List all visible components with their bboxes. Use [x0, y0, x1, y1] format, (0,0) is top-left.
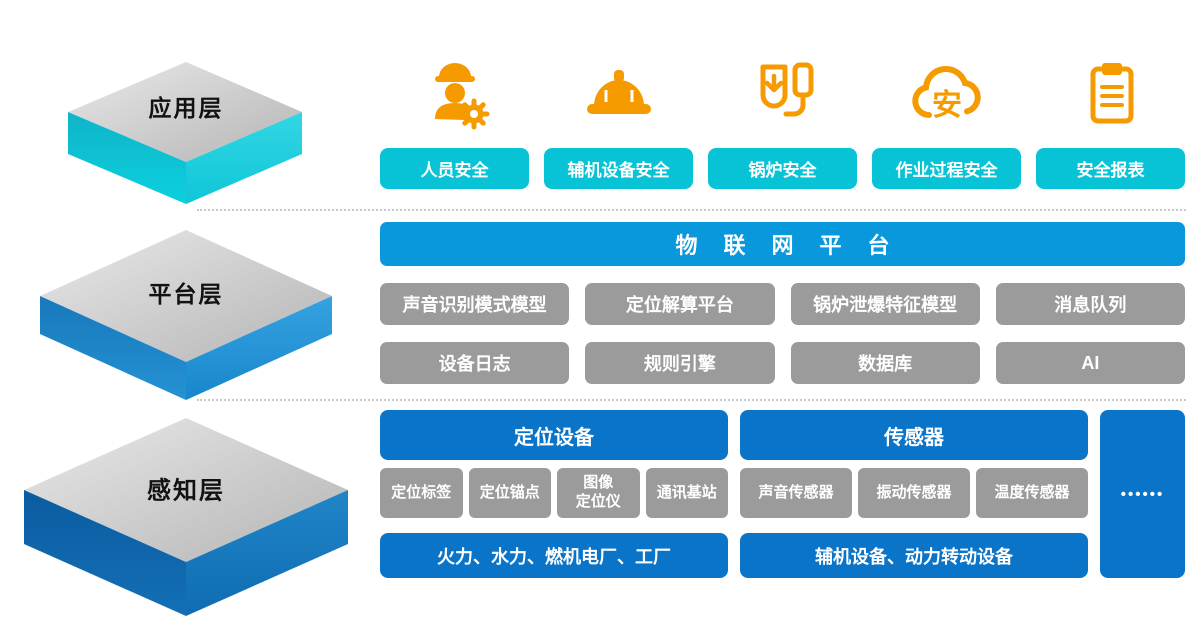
- application-modules-row: 人员安全 辅机设备安全 锅炉安全 作业过程安全 安全报表: [380, 148, 1185, 189]
- layer-platforms-graphic: [24, 62, 348, 616]
- perception-layer-platform: [24, 418, 348, 616]
- device-temperature-sensor: 温度传感器: [976, 468, 1088, 518]
- module-work-process-safety: 作业过程安全: [872, 148, 1021, 189]
- sensors-targets-bar: 辅机设备、动力转动设备: [740, 533, 1088, 578]
- device-positioning-tag: 定位标签: [380, 468, 463, 518]
- layer-label-application: 应用层: [148, 95, 224, 121]
- service-message-queue: 消息队列: [995, 283, 1185, 325]
- safety-report-icon: [1069, 53, 1153, 142]
- cloud-safety-icon: 安: [901, 53, 993, 142]
- service-ai: AI: [995, 342, 1185, 384]
- device-image-locator: 图像 定位仪: [557, 468, 640, 518]
- safety-helmet-icon: [577, 53, 661, 142]
- iot-platform-bar: 物联网平台: [380, 222, 1185, 266]
- service-device-log: 设备日志: [380, 342, 570, 384]
- service-boiler-explosion-feature-model: 锅炉泄爆特征模型: [790, 283, 980, 325]
- service-positioning-solver-platform: 定位解算平台: [585, 283, 775, 325]
- sensor-devices-row: 声音传感器 振动传感器 温度传感器: [740, 468, 1088, 518]
- module-boiler-safety: 锅炉安全: [708, 148, 857, 189]
- module-personnel-safety: 人员安全: [380, 148, 529, 189]
- layer-label-perception: 感知层: [147, 477, 225, 505]
- module-safety-report: 安全报表: [1036, 148, 1185, 189]
- device-comm-base-station: 通讯基站: [645, 468, 728, 518]
- application-icons-row: 安: [380, 46, 1185, 142]
- boiler-safety-icon: [741, 53, 825, 142]
- device-vibration-sensor: 振动传感器: [858, 468, 970, 518]
- layer-label-platform: 平台层: [148, 281, 224, 307]
- svg-text:安: 安: [932, 89, 962, 122]
- device-positioning-anchor: 定位锚点: [468, 468, 551, 518]
- platform-layer-platform: [40, 230, 332, 400]
- sensors-header: 传感器: [740, 410, 1088, 460]
- section-divider: [197, 209, 1186, 211]
- service-rule-engine: 规则引擎: [585, 342, 775, 384]
- worker-safety-icon: [413, 53, 497, 142]
- service-database: 数据库: [790, 342, 980, 384]
- more-devices-bar: ••••••: [1100, 410, 1185, 578]
- more-dots: ••••••: [1120, 485, 1165, 503]
- positioning-targets-bar: 火力、水力、燃机电厂、工厂: [380, 533, 728, 578]
- positioning-devices-row: 定位标签 定位锚点 图像 定位仪 通讯基站: [380, 468, 728, 518]
- platform-services-row-1: 声音识别模式模型 定位解算平台 锅炉泄爆特征模型 消息队列: [380, 283, 1185, 325]
- application-layer-platform: [68, 62, 302, 204]
- module-auxiliary-equipment-safety: 辅机设备安全: [544, 148, 693, 189]
- section-divider: [197, 399, 1186, 401]
- device-sound-sensor: 声音传感器: [740, 468, 852, 518]
- service-voice-recognition-model: 声音识别模式模型: [380, 283, 570, 325]
- platform-services-row-2: 设备日志 规则引擎 数据库 AI: [380, 342, 1185, 384]
- positioning-devices-header: 定位设备: [380, 410, 728, 460]
